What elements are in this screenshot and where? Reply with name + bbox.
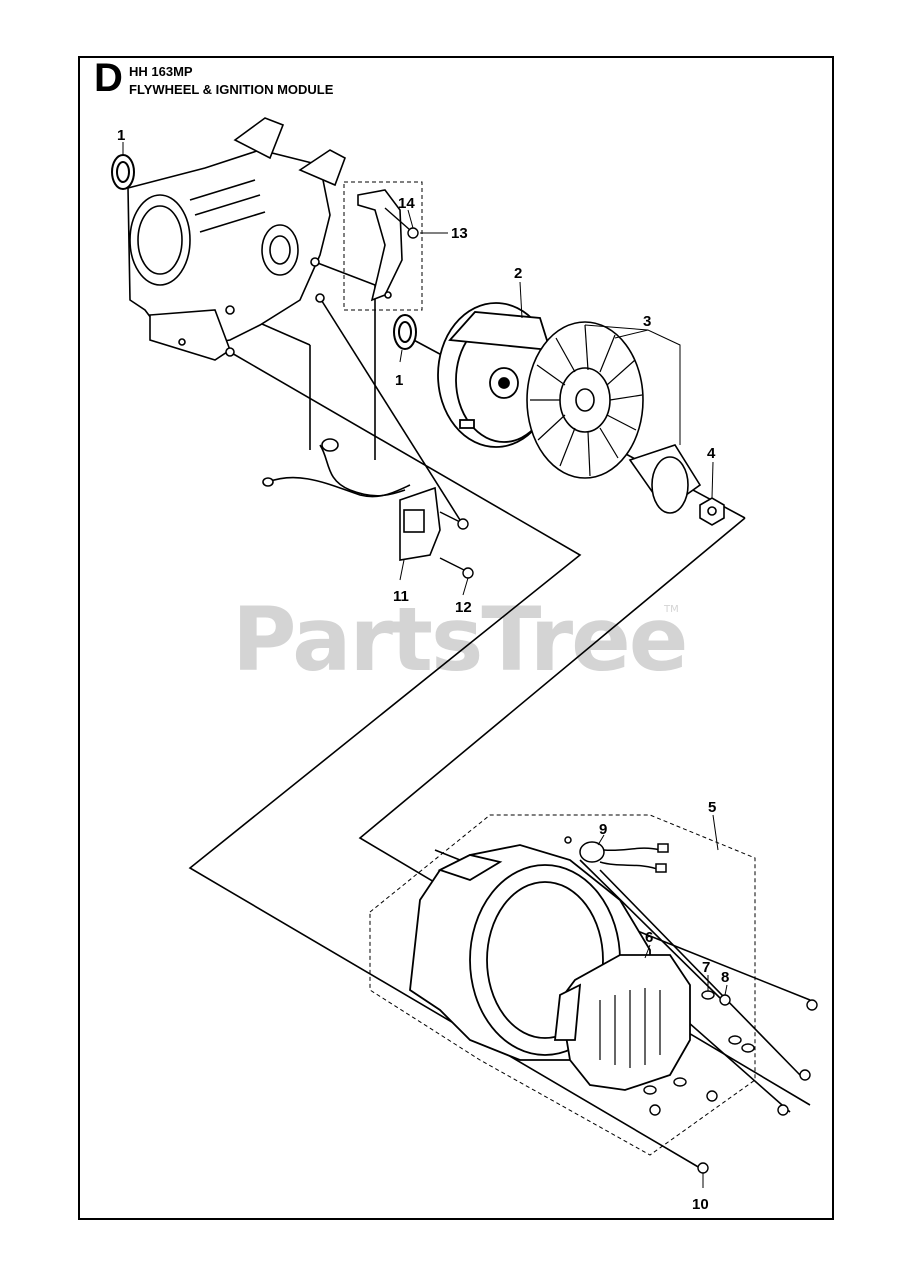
- dashed-box-housing: [369, 814, 756, 1156]
- watermark: PartsTree: [232, 588, 686, 691]
- callout-14: 14: [398, 195, 415, 212]
- stop-switch: [564, 836, 669, 873]
- callout-8: 8: [721, 969, 729, 986]
- watermark-tm: TM: [663, 604, 679, 615]
- starter-cup: [628, 444, 702, 514]
- leader-lines: [122, 142, 728, 1188]
- flywheel-nut: [699, 497, 725, 526]
- callout-1-top: 1: [117, 127, 125, 144]
- oil-seal-top: [111, 154, 135, 190]
- callout-3: 3: [643, 313, 651, 330]
- cover-plate: [357, 189, 403, 302]
- callout-5: 5: [708, 799, 716, 816]
- cooling-fan: [526, 321, 644, 479]
- callout-6: 6: [645, 929, 653, 946]
- callout-7: 7: [702, 959, 710, 976]
- section-letter: D: [94, 56, 123, 100]
- callout-1-seal: 1: [395, 372, 403, 389]
- guide-line-left: [188, 351, 701, 1169]
- callout-12: 12: [455, 599, 472, 616]
- callout-9: 9: [599, 821, 607, 838]
- callout-10: 10: [692, 1196, 709, 1213]
- engine-crankcase: [127, 117, 346, 361]
- callout-11: 11: [393, 588, 409, 605]
- diagram-frame: [78, 56, 834, 1220]
- screw-12: [439, 511, 474, 579]
- dashed-box-cover: [343, 181, 423, 311]
- model-name: HH 163MP: [129, 64, 193, 79]
- recoil-starter: [553, 954, 691, 1091]
- diagram-title: FLYWHEEL & IGNITION MODULE: [129, 82, 334, 97]
- callout-2: 2: [514, 265, 522, 282]
- callout-13: 13: [451, 225, 468, 242]
- callout-4: 4: [707, 445, 716, 462]
- oil-seal-crank: [393, 314, 417, 350]
- ignition-module: [262, 438, 441, 561]
